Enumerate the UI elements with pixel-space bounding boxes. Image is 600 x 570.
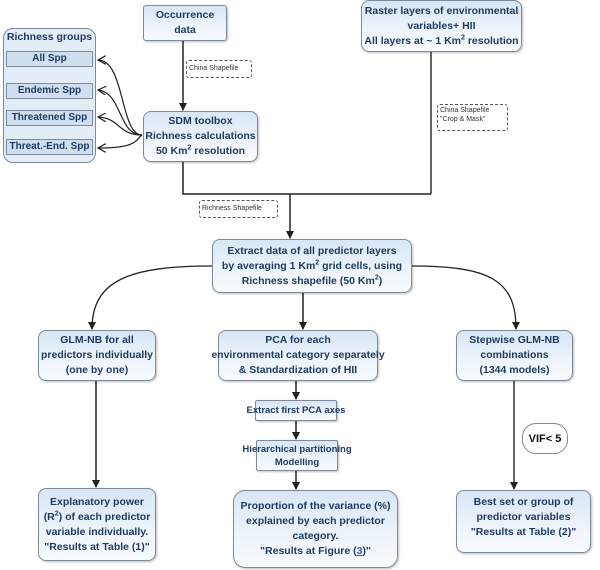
arrow-extract-to-glm [88,265,213,330]
node-extract-data: Extract data of all predictor layers by … [212,239,412,293]
label-line: China Shapefile [440,107,490,114]
line-sdm-join [182,162,431,195]
node-text: explained by each predictor [246,515,385,527]
text-part: resolution [191,145,246,157]
node-text: 50 Km2 resolution [156,144,245,159]
superscript: 2 [187,144,192,152]
text-part: (R [43,510,55,523]
node-text: variables+ HII [407,19,476,32]
group-item-all-spp: All Spp [6,51,93,67]
node-stepwise-glm-nb: Stepwise GLM-NB combinations (1344 model… [456,330,573,381]
node-text: Richness shapefile (50 Km2) [242,274,382,289]
arrow-sdm-to-all-spp [98,60,143,136]
node-text: Occurrence [155,9,215,21]
arrow-extract-to-stepwise [410,265,520,330]
text-part: 50 Km [155,145,188,157]
node-text: Hierarchical partitioning [242,443,352,455]
superscript: 2 [461,34,465,41]
label-richness-shapefile: Richness Shapefile [199,200,278,218]
node-text: "Results at Table (1)" [44,540,150,553]
node-text: Richness calculations [145,130,256,142]
text-part: by averaging 1 Km [221,259,316,272]
text-part: resolution [464,34,519,47]
node-hierarchical-partitioning: Hierarchical partitioning Modelling [242,440,352,471]
node-text: PCA for each [265,334,331,346]
node-text: predictors individually [40,349,154,361]
text-part: All layers at ~ 1 Km [364,34,462,47]
node-text: GLM-NB for all [60,334,134,346]
node-pca: PCA for each environmental category sepa… [211,330,385,381]
node-best-set: Best set or group of predictor variables… [456,490,591,553]
arrow-sdm-to-threatened-spp [98,117,143,136]
node-text: Proportion of the variance (%) [240,500,391,512]
richness-groups-container: Richness groups All Spp Endemic Spp Thre… [3,28,96,163]
node-text: Extract first PCA axes [246,405,346,416]
text-part: )" [362,545,371,557]
label-line: "Crop & Mask" [440,116,486,123]
superscript: 2 [315,259,320,266]
node-text: (one by one) [65,364,129,376]
arrow-sdm-to-endemic-spp [98,90,143,136]
text-part: "Results at Figure ( [260,545,357,557]
figure-reference-link[interactable]: 3 [356,545,363,557]
group-item-threatened-spp: Threatened Spp [6,110,93,126]
node-sdm-toolbox: SDM toolbox Richness calculations 50 Km2… [143,111,258,162]
label-china-shapefile: China Shapefile [186,60,252,78]
arrow-sdm-to-threat-end-spp [98,134,143,148]
node-text: environmental category separately [211,349,385,361]
node-text: & Standardization of HII [238,364,358,376]
node-text: (1344 models) [479,364,550,376]
richness-groups-title: Richness groups [6,31,93,43]
text-part: ) of each predictor [58,510,151,523]
node-text: variable individually. [45,525,149,538]
text-part: Richness shapefile (50 Km [241,274,375,287]
node-text: by averaging 1 Km2 grid cells, using [222,259,402,274]
node-text: "Results at Figure (3)" [260,544,371,559]
node-text: (R2) of each predictor [44,510,151,525]
node-text: Stepwise GLM-NB [469,334,560,346]
node-text: combinations [480,349,549,361]
node-text: All layers at ~ 1 Km2 resolution [364,34,518,49]
label-vif-threshold: VIF< 5 [522,423,568,454]
node-text: "Results at Table (2)" [470,526,577,538]
node-text: predictor variables [476,511,571,523]
node-raster-layers: Raster layers of environmental variables… [361,0,522,52]
node-proportion-variance: Proportion of the variance (%) explained… [233,490,398,568]
node-text: SDM toolbox [168,115,233,127]
node-text: Raster layers of environmental [364,4,519,17]
node-text: Extract data of all predictor layers [227,244,397,257]
node-text: Explanatory power [50,495,144,508]
node-extract-pca-axes: Extract first PCA axes [247,400,345,421]
group-item-endemic-spp: Endemic Spp [6,83,93,99]
node-glm-nb-individual: GLM-NB for all predictors individually (… [38,330,156,381]
node-text: Best set or group of [473,496,574,508]
node-text: category. [292,530,339,542]
text-part: ) [378,274,383,287]
node-text: Modelling [274,456,320,468]
node-text: data [174,24,196,36]
group-item-threat-end-spp: Threat.-End. Spp [6,139,93,155]
node-occurrence-data: Occurrence data [143,5,227,41]
superscript: 2 [374,274,379,281]
node-explanatory-power: Explanatory power (R2) of each predictor… [38,488,156,561]
text-part: grid cells, using [319,259,403,272]
label-china-shapefile-crop-mask: China Shapefile "Crop & Mask" [437,104,508,131]
superscript: 2 [54,510,59,517]
